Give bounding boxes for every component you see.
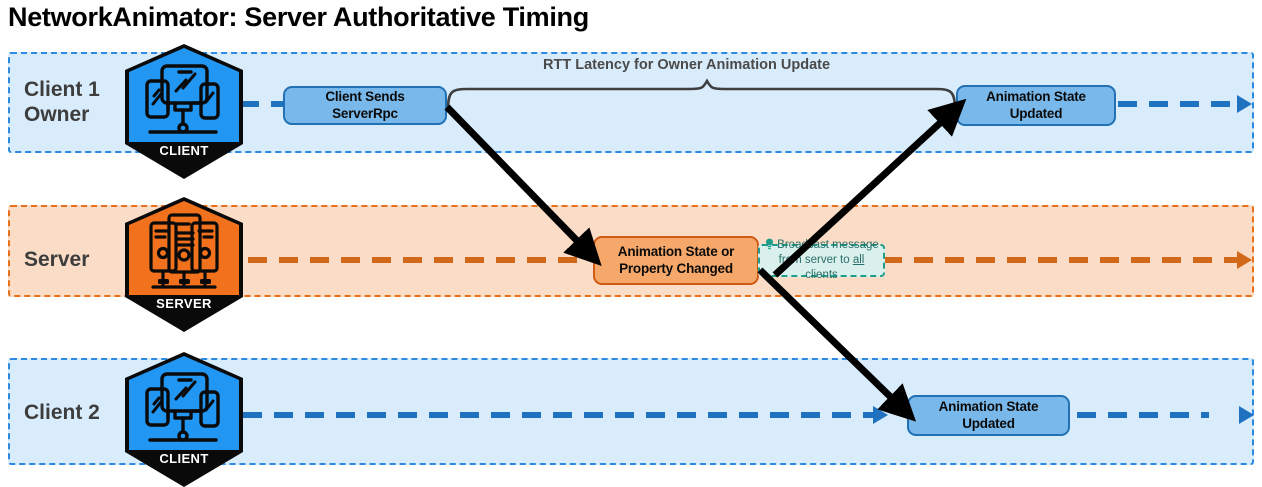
client-devices-icon xyxy=(125,352,243,487)
timeline-server xyxy=(248,251,1254,269)
lane-label-client2: Client 2 xyxy=(24,401,100,424)
actor-client1: CLIENT xyxy=(125,44,243,179)
lightbulb-icon xyxy=(764,238,775,250)
broadcast-note-line1: Broadcast message xyxy=(777,239,879,252)
node-client1-animation-state-updated[interactable]: Animation State Updated xyxy=(956,85,1116,126)
timeline-client2 xyxy=(243,406,1254,424)
broadcast-note-text: Broadcast message from server to all cli… xyxy=(764,238,879,282)
actor-caption-client1: CLIENT xyxy=(159,143,209,158)
diagram-canvas: NetworkAnimator: Server Authoritative Ti… xyxy=(8,2,1254,487)
client-devices-icon xyxy=(125,44,243,179)
actor-caption-client2: CLIENT xyxy=(159,451,209,466)
broadcast-note-line2-pre: from server to xyxy=(778,254,853,267)
broadcast-note-line2-post: clients xyxy=(805,268,838,281)
broadcast-note: Broadcast message from server to all cli… xyxy=(758,239,885,281)
server-racks-icon xyxy=(125,197,243,332)
node-client2-animation-state-updated[interactable]: Animation State Updated xyxy=(907,395,1070,436)
broadcast-note-emphasis: all xyxy=(852,254,865,267)
node-client-sends-serverrpc[interactable]: Client Sends ServerRpc xyxy=(283,86,447,125)
actor-client2: CLIENT xyxy=(125,352,243,487)
actor-caption-server: SERVER xyxy=(156,296,212,311)
timeline-client1 xyxy=(240,95,1254,113)
lane-label-client1: Client 1 Owner xyxy=(24,78,100,126)
page-title: NetworkAnimator: Server Authoritative Ti… xyxy=(8,2,589,32)
node-server-animation-state-changed[interactable]: Animation State or Property Changed xyxy=(593,236,759,285)
actor-server: SERVER xyxy=(125,197,243,332)
lane-label-server: Server xyxy=(24,248,90,271)
brace-label-rtt: RTT Latency for Owner Animation Update xyxy=(543,57,831,73)
